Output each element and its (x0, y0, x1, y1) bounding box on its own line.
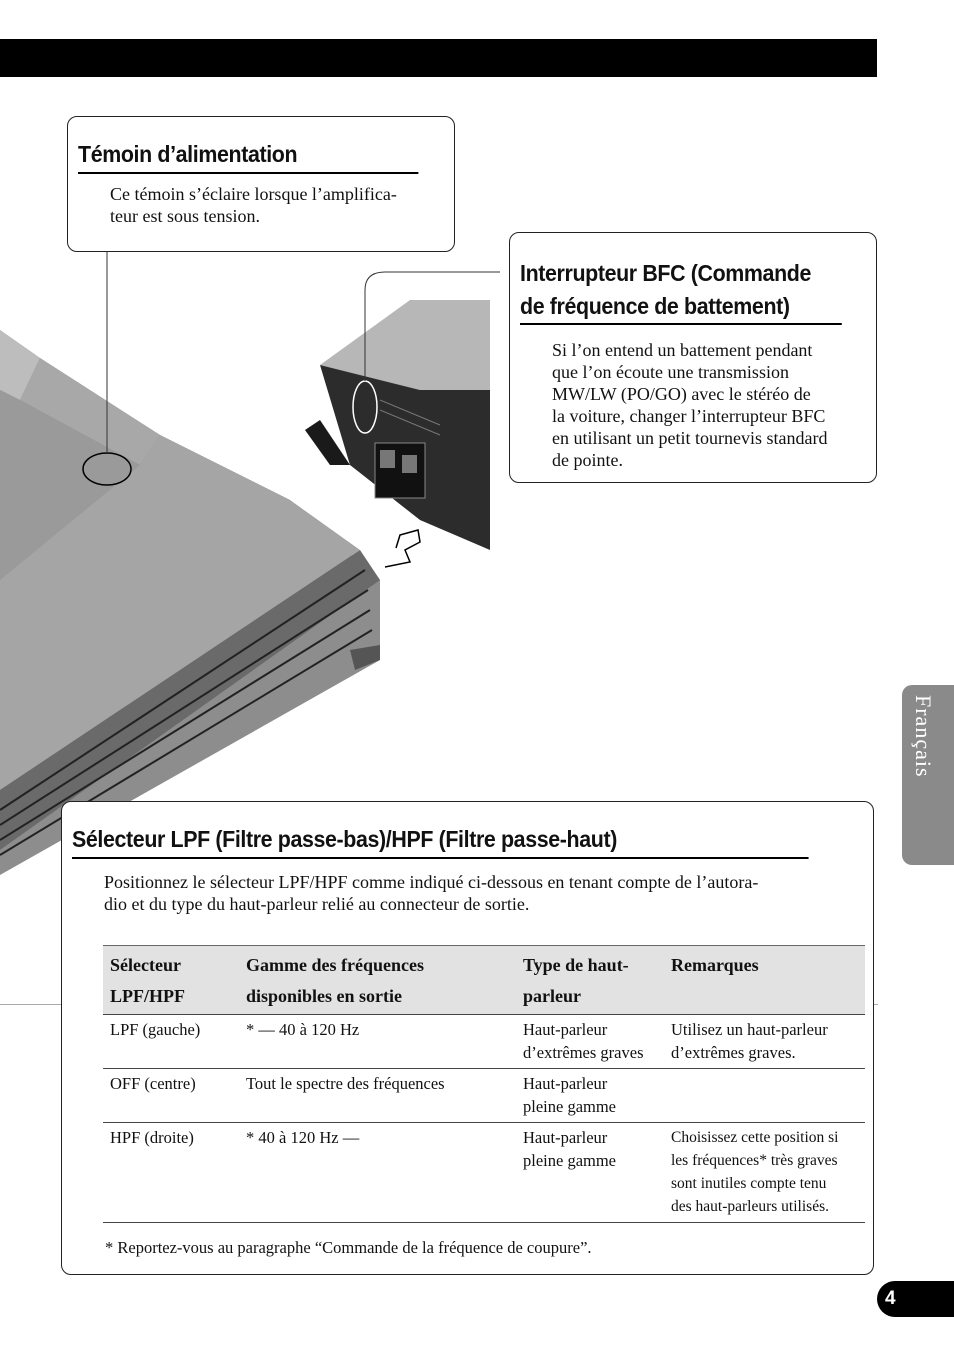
bfc-switch-title: Interrupteur BFC (Commande de fréquence … (520, 257, 842, 325)
lpf-hpf-title: Sélecteur LPF (Filtre passe-bas)/HPF (Fi… (72, 824, 809, 860)
page-number: 4 (877, 1281, 954, 1317)
language-tab: Français (902, 685, 954, 865)
header-speaker-type: Type de haut-parleur (516, 945, 664, 1015)
bfc-switch-callout: Interrupteur BFC (Commande de fréquence … (509, 232, 877, 483)
table-row: HPF (droite) * 40 à 120 Hz — Haut-parleu… (103, 1122, 865, 1223)
header-bar (0, 39, 877, 77)
power-indicator-text: Ce témoin s’éclaire lorsque l’amplifica-… (110, 184, 397, 227)
lpf-hpf-section: Sélecteur LPF (Filtre passe-bas)/HPF (Fi… (61, 801, 874, 1275)
divider-line (0, 1004, 61, 1005)
power-indicator-title: Témoin d’alimentation (78, 139, 419, 175)
header-remarks: Remarques (664, 945, 865, 1015)
power-indicator-callout: Témoin d’alimentation Ce témoin s’éclair… (67, 116, 455, 252)
table-row: LPF (gauche) * — 40 à 120 Hz Haut-parleu… (103, 1014, 865, 1069)
amplifier-illustration (0, 252, 500, 875)
lpf-hpf-intro: Positionnez le sélecteur LPF/HPF comme i… (104, 872, 759, 915)
footnote: * Reportez-vous au paragraphe “Commande … (105, 1238, 592, 1257)
language-tab-label: Français (911, 695, 936, 778)
table-row: OFF (centre) Tout le spectre des fréquen… (103, 1068, 865, 1123)
bfc-switch-text: Si l’on entend un battement pendant que … (552, 340, 828, 470)
divider-line (874, 1004, 878, 1005)
